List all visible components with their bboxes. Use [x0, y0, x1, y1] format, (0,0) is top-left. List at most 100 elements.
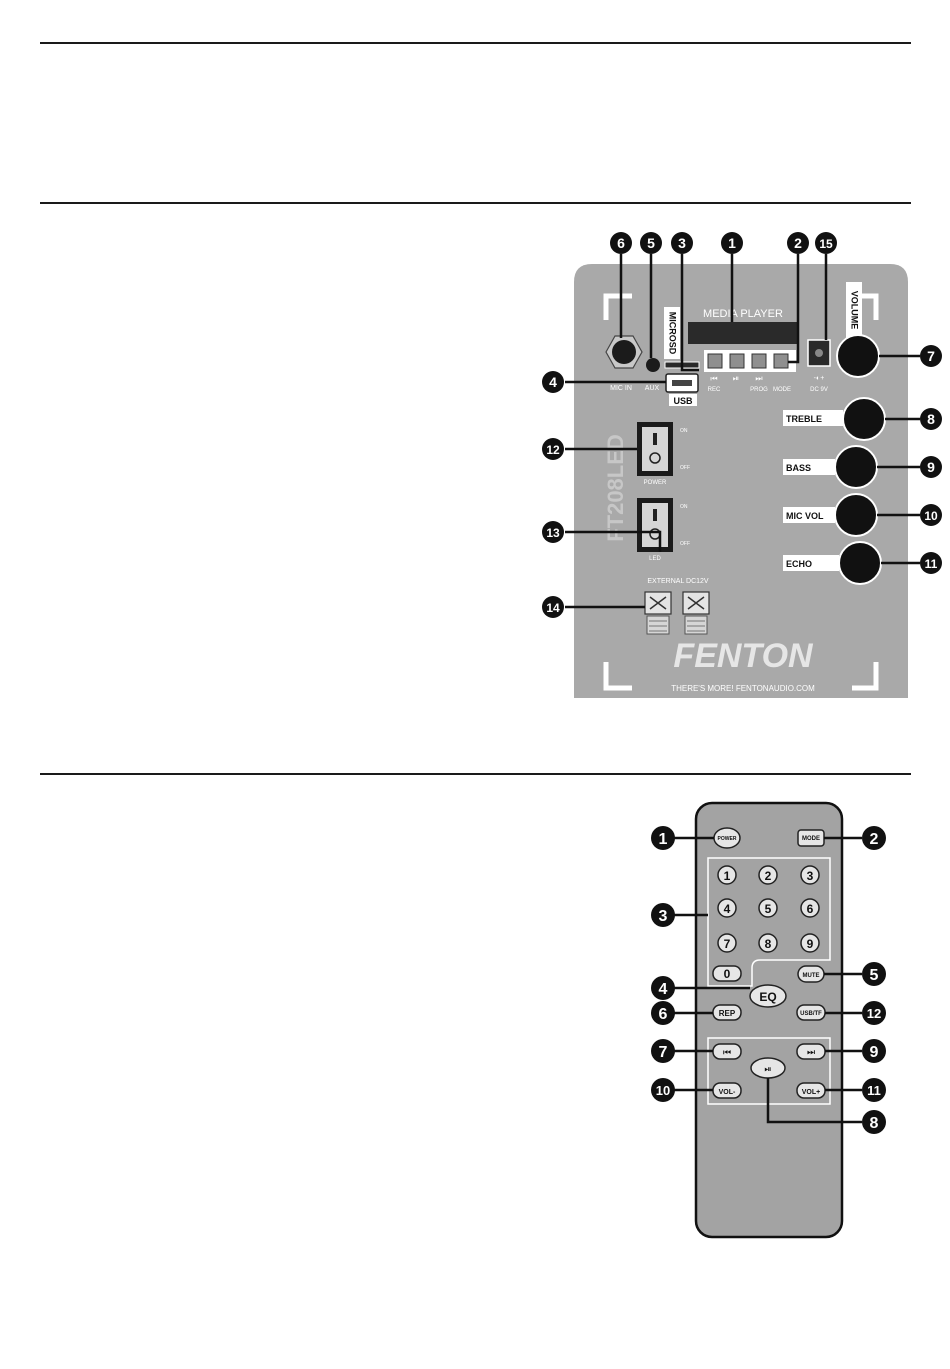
svg-text:13: 13 — [546, 526, 560, 540]
play-pause-button[interactable] — [729, 353, 745, 369]
svg-text:11: 11 — [867, 1083, 881, 1098]
dc-polarity-icon: -◐+ — [814, 375, 825, 382]
media-buttons — [704, 350, 796, 372]
svg-text:1: 1 — [728, 235, 736, 251]
mic-vol-knob[interactable] — [834, 493, 878, 537]
svg-text:1: 1 — [659, 831, 668, 848]
volume-knob[interactable] — [836, 334, 880, 378]
svg-text:4: 4 — [549, 374, 557, 390]
svg-text:USB/TF: USB/TF — [800, 1011, 822, 1017]
remote-prev-button[interactable]: ⏮ — [712, 1043, 742, 1060]
svg-text:14: 14 — [546, 601, 560, 615]
play-pause-icon: ⏯ — [733, 374, 739, 383]
svg-text:10: 10 — [924, 509, 938, 523]
mode-button[interactable] — [773, 353, 789, 369]
keypad-outline — [707, 857, 831, 987]
bass-label: BASS — [786, 463, 811, 473]
echo-knob[interactable] — [838, 541, 882, 585]
prev-icon: ⏮ — [710, 374, 717, 383]
next-prog-button[interactable] — [751, 353, 767, 369]
remote-play-pause-button[interactable]: ⏯ — [750, 1057, 786, 1079]
remote-digit-3[interactable]: 3 — [800, 865, 820, 885]
remote-digit-7[interactable]: 7 — [717, 933, 737, 953]
power-label: POWER — [644, 480, 667, 486]
svg-text:6: 6 — [617, 235, 625, 251]
top-rule — [40, 42, 911, 44]
usb-label: USB — [673, 396, 693, 406]
panel-callout-lines — [565, 254, 920, 609]
remote-eq-button[interactable]: EQ — [749, 984, 787, 1008]
aux-jack[interactable] — [646, 358, 660, 372]
prev-rec-button[interactable] — [707, 353, 723, 369]
svg-text:9: 9 — [870, 1044, 879, 1061]
svg-text:VOL-: VOL- — [719, 1089, 736, 1096]
play-pause-icon: ⏯ — [764, 1064, 771, 1074]
svg-text:12: 12 — [867, 1006, 881, 1021]
panel-callout-7: 7 — [920, 345, 942, 367]
treble-knob[interactable] — [842, 397, 886, 441]
svg-text:7: 7 — [724, 937, 731, 951]
svg-text:REP: REP — [719, 1009, 736, 1018]
external-dc-terminals[interactable] — [644, 591, 710, 635]
remote-rep-button[interactable]: REP — [712, 1004, 742, 1021]
remote-digit-4[interactable]: 4 — [717, 898, 737, 918]
svg-text:2: 2 — [765, 869, 772, 883]
led-switch[interactable] — [637, 498, 673, 552]
slogan: THERE'S MORE! FENTONAUDIO.COM — [671, 684, 815, 693]
dc-9v-label: DC 9V — [810, 387, 828, 393]
media-display — [688, 322, 798, 344]
remote-callout-2: 2 — [862, 826, 886, 850]
svg-text:5: 5 — [647, 235, 655, 251]
panel-callout-11: 11 — [920, 552, 942, 574]
remote-power-button[interactable]: POWER — [713, 827, 741, 849]
remote-digit-6[interactable]: 6 — [800, 898, 820, 918]
svg-text:MODE: MODE — [802, 836, 820, 842]
power-off-label: OFF — [680, 465, 690, 471]
panel-callouts: 1 2 3 4 5 6 7 8 9 10 11 12 13 14 15 — [542, 232, 942, 618]
svg-text:3: 3 — [659, 908, 668, 925]
remote-mute-button[interactable]: MUTE — [797, 965, 825, 983]
remote-digit-5[interactable]: 5 — [758, 898, 778, 918]
prog-label: PROG — [750, 387, 768, 393]
remote-next-button[interactable]: ⏭ — [796, 1043, 826, 1060]
svg-text:9: 9 — [927, 459, 935, 475]
remote-digit-2[interactable]: 2 — [758, 865, 778, 885]
mic-in-label: MIC IN — [610, 385, 632, 392]
svg-text:6: 6 — [807, 902, 814, 916]
next-icon: ⏭ — [807, 1047, 815, 1057]
svg-text:2: 2 — [794, 235, 802, 251]
remote-usbtf-button[interactable]: USB/TF — [796, 1004, 826, 1021]
media-player-label: MEDIA PLAYER — [703, 308, 783, 320]
svg-text:4: 4 — [724, 902, 731, 916]
remote-mode-button[interactable]: MODE — [797, 829, 825, 847]
panel-callout-6: 6 — [610, 232, 632, 254]
mic-in-jack[interactable] — [605, 335, 643, 369]
remote-callout-3: 3 — [651, 903, 675, 927]
remote-vol-plus-button[interactable]: VOL+ — [796, 1082, 826, 1099]
bass-knob[interactable] — [834, 445, 878, 489]
svg-text:11: 11 — [925, 557, 938, 571]
svg-text:10: 10 — [656, 1083, 670, 1098]
remote-digit-1[interactable]: 1 — [717, 865, 737, 885]
power-switch[interactable] — [637, 422, 673, 476]
mic-vol-label: MIC VOL — [786, 511, 824, 521]
svg-text:5: 5 — [870, 967, 879, 984]
next-icon: ⏭ — [755, 374, 762, 383]
remote-vol-minus-button[interactable]: VOL- — [712, 1082, 742, 1099]
control-panel: MEDIA PLAYER MICROSD MIC IN AUX USB ⏮ ⏯ — [565, 254, 920, 698]
panel-callout-15: 15 — [815, 232, 837, 254]
remote-digit-8[interactable]: 8 — [758, 933, 778, 953]
section-rule-1 — [40, 202, 911, 204]
remote-callout-6: 6 — [651, 1001, 675, 1025]
svg-text:7: 7 — [927, 348, 935, 364]
remote-callout-1: 1 — [651, 826, 675, 850]
remote-digit-9[interactable]: 9 — [800, 933, 820, 953]
remote-digit-0[interactable]: 0 — [712, 965, 742, 982]
svg-text:7: 7 — [659, 1044, 668, 1061]
remote-callout-lines — [674, 836, 862, 1124]
svg-text:4: 4 — [659, 981, 668, 998]
remote-callout-5: 5 — [862, 962, 886, 986]
svg-text:POWER: POWER — [718, 836, 737, 842]
svg-text:15: 15 — [819, 237, 833, 251]
